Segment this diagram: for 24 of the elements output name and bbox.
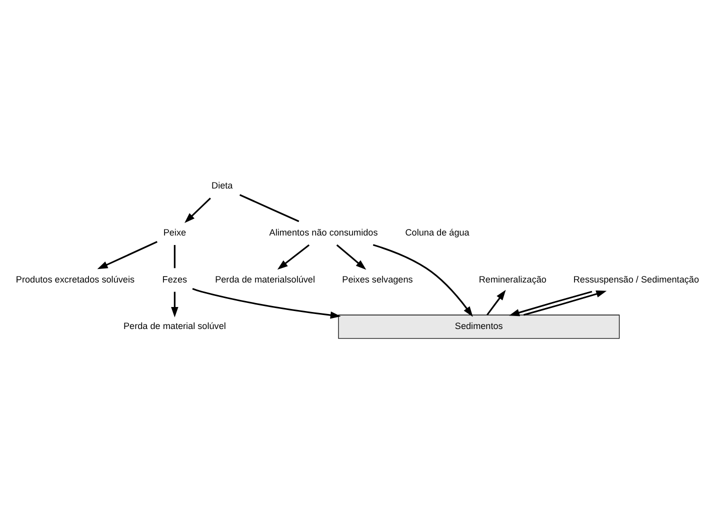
node-text: Perda de materialsolúvel	[215, 274, 315, 284]
arrow	[171, 292, 178, 318]
connector	[174, 245, 176, 268]
arrow	[97, 241, 158, 270]
label: Coluna de água	[405, 228, 470, 238]
arrow	[336, 244, 366, 270]
node-text: Dieta	[212, 180, 233, 191]
node-text: Remineralização	[478, 274, 546, 284]
node-text: Produtos excretados solúveis	[16, 274, 135, 284]
arrow	[372, 244, 473, 317]
arrow	[509, 290, 592, 316]
node-box: Sedimentos	[338, 314, 620, 339]
arrow	[524, 290, 607, 316]
node-text: Perda de material solúvel	[123, 321, 226, 332]
node-text: Peixe	[163, 228, 186, 238]
node-text: Alimentos não consumidos	[269, 228, 378, 238]
node-text: Fezes	[162, 274, 188, 284]
node-text: Ressuspensão / Sedimentação	[573, 274, 700, 284]
connector	[239, 194, 300, 222]
node-text: Peixes selvagens	[342, 274, 413, 284]
arrow	[277, 244, 310, 270]
arrow	[486, 290, 506, 316]
arrow	[184, 198, 211, 224]
arrow	[192, 288, 341, 319]
